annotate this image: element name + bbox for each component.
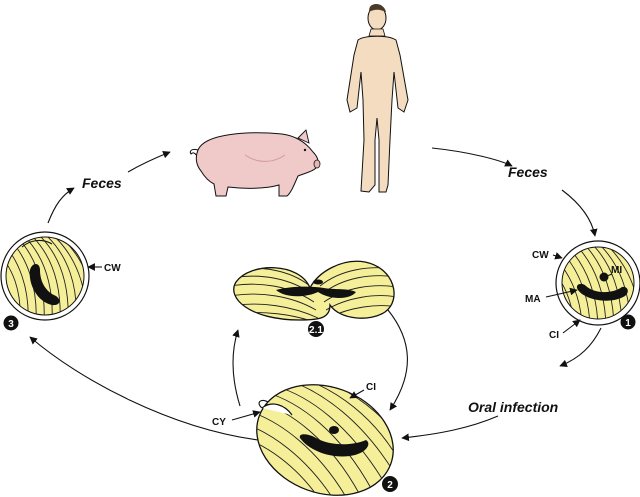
stage-2-1-badge: 2.1 (308, 321, 324, 337)
stage-1-badge: 1 (620, 314, 636, 330)
pig-host-icon (189, 129, 321, 197)
arrow-cyst-to-feces-left (47, 187, 75, 224)
dividing-trophozoite-stage-2-1 (233, 260, 395, 321)
stage-2-badge: 2 (382, 476, 398, 492)
cw-label-left: CW (104, 263, 121, 274)
cy-label: CY (212, 417, 226, 428)
human-host-icon (346, 3, 409, 193)
arrow-human-to-feces (431, 147, 513, 167)
trophozoite-stage-2 (241, 377, 406, 497)
feces-label-right: Feces (508, 164, 548, 180)
ci-label-right: CI (549, 330, 559, 341)
arrow-trophozoite-to-cyst-left (29, 336, 259, 441)
ma-label: MA (525, 294, 541, 305)
arrow-oral-to-trophozoite (401, 415, 499, 442)
svg-text:2: 2 (387, 480, 393, 491)
cycle-arrows (29, 147, 602, 442)
cw-label-right: CW (532, 250, 549, 261)
cyst-stage-3 (0, 231, 90, 321)
stage-3-badge: 3 (3, 315, 19, 331)
arrow-cyst-to-oral (559, 327, 602, 367)
arrow-feces-to-pig (127, 150, 171, 173)
ci-label-bottom: CI (366, 382, 376, 393)
arrow-dividing-to-trophozoite (387, 309, 408, 411)
svg-text:3: 3 (8, 319, 14, 330)
arrow-trophozoite-to-dividing (232, 329, 241, 407)
svg-text:2.1: 2.1 (309, 325, 323, 336)
mi-label: MI (611, 265, 622, 276)
arrow-feces-to-cyst (561, 189, 598, 237)
feces-label-left: Feces (82, 175, 122, 191)
svg-text:1: 1 (625, 318, 631, 329)
oral-infection-label: Oral infection (468, 399, 558, 415)
